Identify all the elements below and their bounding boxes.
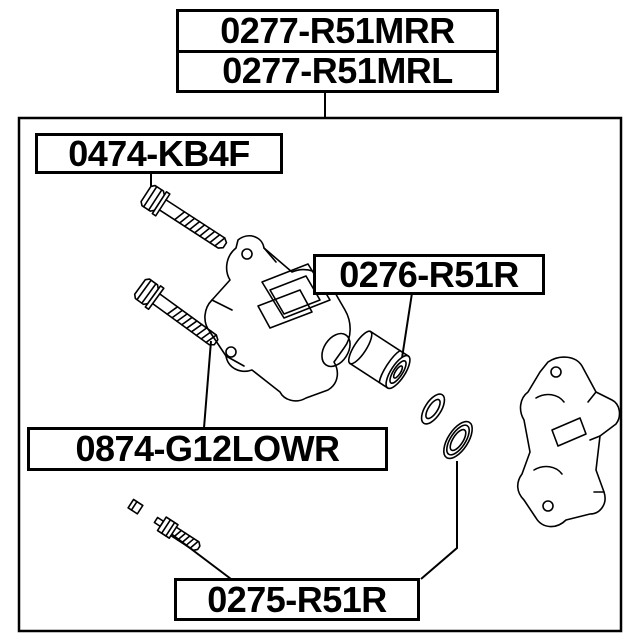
leader-line-seals: [420, 461, 458, 580]
caliper-body-drawing: [204, 235, 351, 402]
part-label-piston: 0276-R51R: [313, 254, 545, 295]
caliper-bracket-drawing: [516, 356, 621, 528]
leader-line-piston: [401, 292, 413, 359]
part-label-lower-bolt: 0874-G12LOWR: [27, 427, 388, 471]
bleeder-valve-drawing: [127, 498, 201, 552]
leader-line-lower-bolt: [203, 340, 212, 429]
upper-guide-pin-bolt-drawing: [140, 184, 228, 249]
lower-guide-pin-bolt-drawing: [133, 278, 219, 346]
diagram-border: [17, 116, 623, 633]
assembly-part-number-rl: 0277-R51MRL: [179, 49, 496, 91]
part-label-upper-bolt: 0474-KB4F: [35, 133, 283, 174]
piston-seal-ring-drawing: [420, 393, 446, 425]
assembly-label-box: 0277-R51MRR 0277-R51MRL: [176, 9, 499, 93]
assembly-part-number-rr: 0277-R51MRR: [220, 9, 455, 51]
piston-drawing: [347, 330, 411, 390]
dust-boot-ring-drawing: [443, 420, 473, 460]
part-label-repair-kit: 0275-R51R: [174, 578, 420, 621]
leader-line-bleeder: [169, 532, 232, 580]
